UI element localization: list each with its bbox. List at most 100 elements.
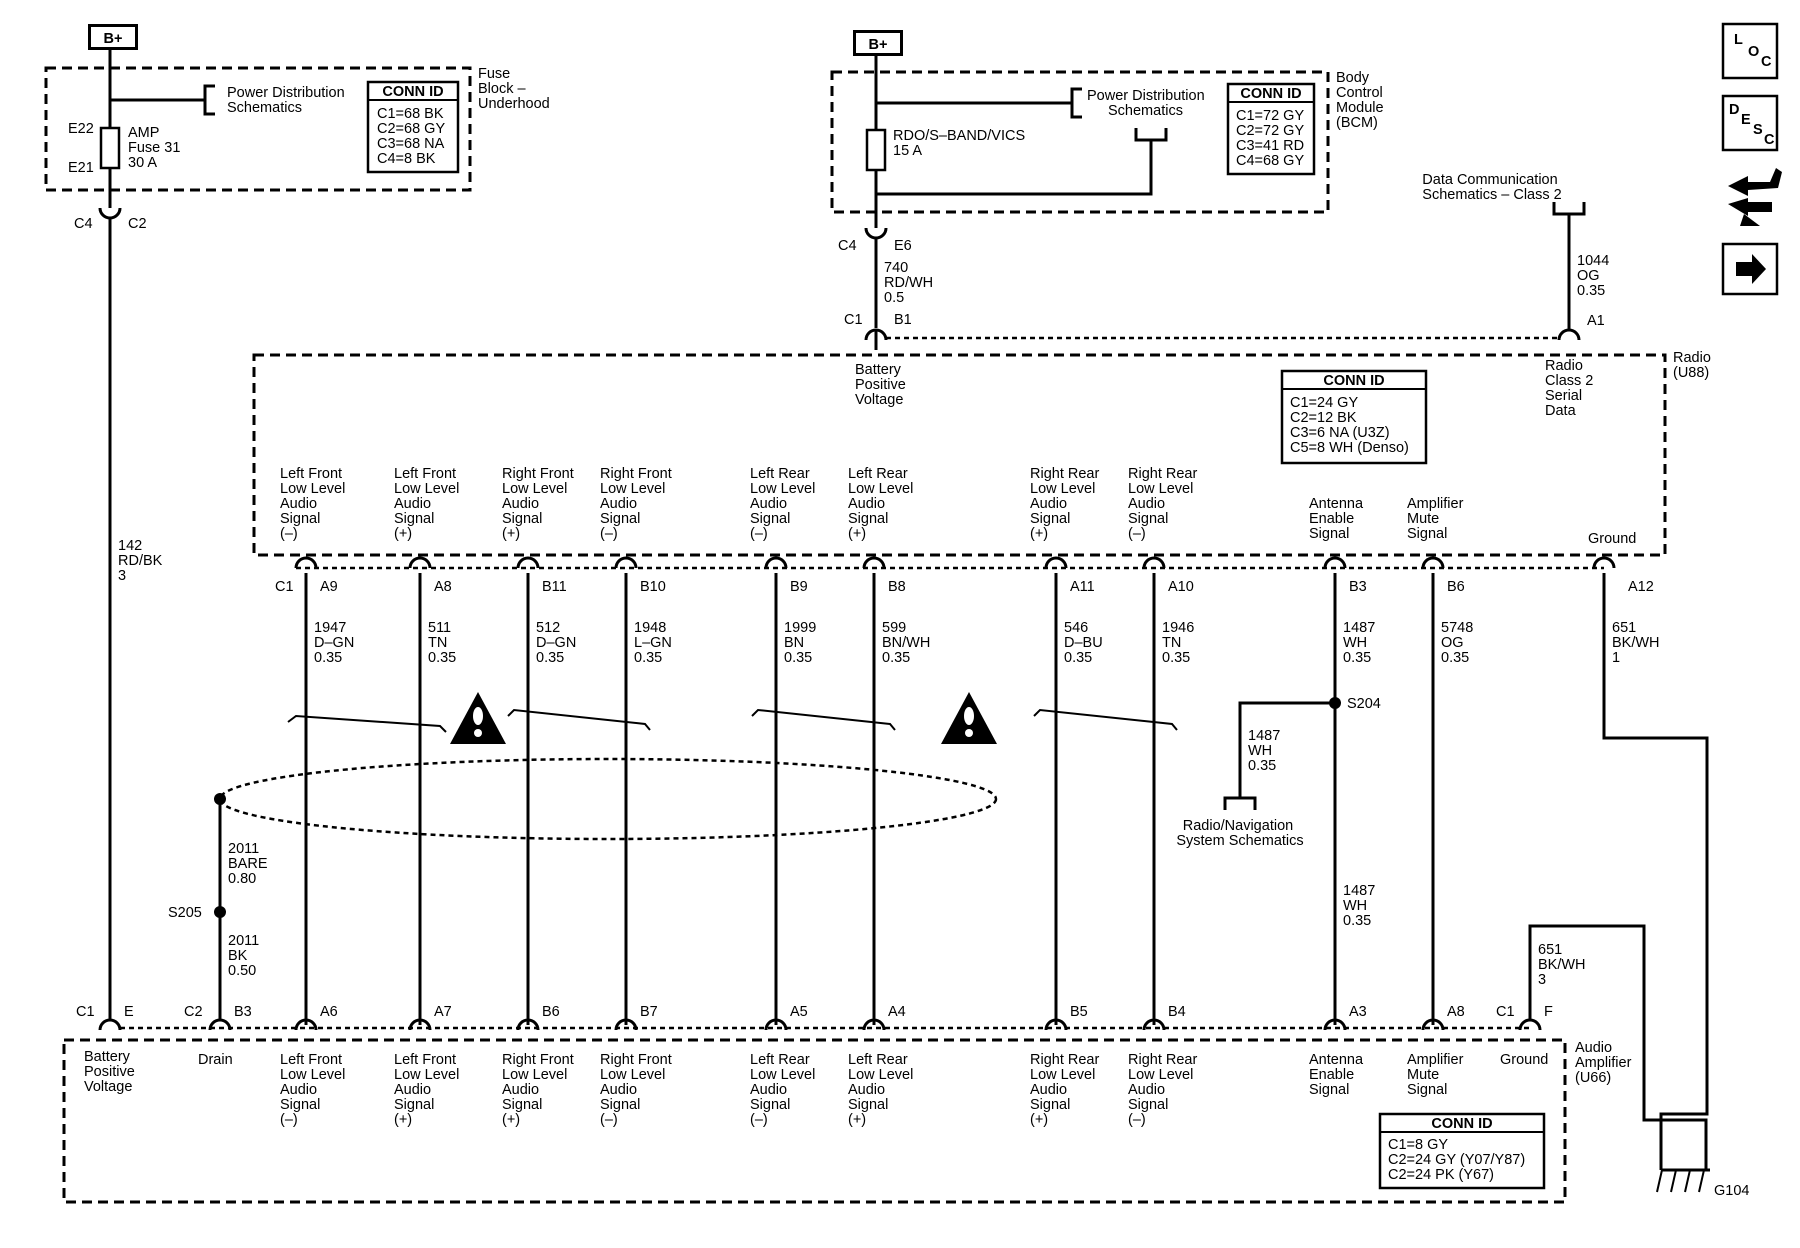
fuse-31-symbol: [99, 126, 121, 170]
svg-text:S: S: [1753, 122, 1763, 138]
next-arrow-icon[interactable]: [1721, 242, 1779, 296]
wire-651-radio-ground: [1602, 573, 1709, 1170]
amp-pin-label: B5: [1070, 1004, 1088, 1020]
fuse-conn-id-title: CONN ID: [382, 84, 443, 100]
amp-drain-label: Drain: [198, 1052, 233, 1068]
pds-left-label[interactable]: Power Distribution Schematics: [227, 85, 349, 116]
amp-ground-c1-label: C1: [1496, 1004, 1515, 1020]
amp-pin-connector: [1323, 1018, 1347, 1031]
twist-mark-rf: [507, 708, 651, 731]
fuse-e21-label: E21: [68, 160, 94, 176]
warning-icon: [941, 692, 997, 744]
s205-label: S205: [168, 905, 202, 921]
amp-pin-label: A3: [1349, 1004, 1367, 1020]
amplifier-outline: [62, 1038, 1567, 1204]
amp-pin-label: A6: [320, 1004, 338, 1020]
radio-conn-id-title: CONN ID: [1323, 373, 1384, 389]
s205-splice: [214, 906, 226, 918]
radio-pin-label: A8: [434, 579, 452, 595]
radio-pin-connector: [1142, 556, 1166, 569]
amp-conn-id-lines: C1=8 GY C2=24 GY (Y07/Y87) C2=24 PK (Y67…: [1388, 1137, 1529, 1183]
amp-pin-connector: [764, 1018, 788, 1031]
radio-conn-id-box: [1280, 369, 1428, 465]
amp-pin-connector: [1044, 1018, 1068, 1031]
bcm-c4-connector: [864, 227, 888, 240]
amp-pin-label: A5: [790, 1004, 808, 1020]
wire-1487-nav: [1238, 701, 1335, 798]
amp-pin-connector: [862, 1018, 886, 1031]
shield-ellipse: [218, 757, 998, 841]
radio-pin-label: B6: [1447, 579, 1465, 595]
desc-icon[interactable]: D E S C: [1721, 94, 1779, 152]
radio-c1-top-label: C1: [844, 312, 863, 328]
amp-pin-label: B6: [542, 1004, 560, 1020]
amp-pin-connector: [1421, 1018, 1445, 1031]
radio-serial-label: Radio Class 2 Serial Data: [1545, 358, 1597, 419]
amp-drain-c2-label: C2: [184, 1004, 203, 1020]
bcm-e6-label: E6: [894, 238, 912, 254]
fuse-c4-label: C4: [74, 216, 93, 232]
radio-conn-id-lines: C1=24 GY C2=12 BK C3=6 NA (U3Z) C5=8 WH …: [1290, 395, 1409, 456]
amp-pin-label: B4: [1168, 1004, 1186, 1020]
amp-pin-label: A7: [434, 1004, 452, 1020]
radio-ground-label: Ground: [1588, 531, 1636, 547]
amp-conn-id-title: CONN ID: [1431, 1116, 1492, 1132]
radio-outline: [252, 353, 1667, 557]
bplus-mid-label: B+: [869, 37, 888, 53]
amp-pin-label: A8: [1447, 1004, 1465, 1020]
amp-e-connector: [98, 1018, 122, 1031]
amp-pin-label: B7: [640, 1004, 658, 1020]
radio-a12-label: A12: [1628, 579, 1654, 595]
twist-mark-rr: [1033, 708, 1178, 731]
svg-text:C: C: [1764, 132, 1775, 148]
radio-pin-connector: [1323, 556, 1347, 569]
amp-ground-label: Ground: [1500, 1052, 1548, 1068]
bcm-c4-label: C4: [838, 238, 857, 254]
amp-conn-id-box: [1378, 1112, 1546, 1190]
radio-a1-connector: [1557, 328, 1581, 341]
amplifier-title: Audio Amplifier (U66): [1575, 1040, 1635, 1086]
wire-2011-lower-label: 2011 BK 0.50: [228, 933, 263, 979]
twist-mark-lf: [287, 714, 447, 733]
loc-icon[interactable]: L O C: [1721, 22, 1779, 80]
twist-mark-lr: [751, 708, 896, 731]
amp-c1-label: C1: [76, 1004, 95, 1020]
amp-pin-connector: [1142, 1018, 1166, 1031]
fuse-rdo-label: RDO/S–BAND/VICS 15 A: [893, 128, 1029, 159]
radio-pin-connector: [294, 556, 318, 569]
nav-schematics-label[interactable]: Radio/Navigation System Schematics: [1176, 818, 1303, 849]
radio-pin-label: A10: [1168, 579, 1194, 595]
fuse-block-outline: [44, 66, 472, 192]
amp-pin-connector: [516, 1018, 540, 1031]
wire-1487-nav-label: 1487 WH 0.35: [1248, 728, 1284, 774]
connector-end-view-icon[interactable]: [1728, 168, 1782, 226]
radio-c1-row-label: C1: [275, 579, 294, 595]
data-comm-label[interactable]: Data Communication Schematics – Class 2: [1422, 172, 1561, 203]
radio-pin-label: A11: [1070, 579, 1095, 595]
pds-mid-label[interactable]: Power Distribution Schematics: [1087, 88, 1209, 119]
radio-pin-connector: [764, 556, 788, 569]
amp-f-connector: [1518, 1018, 1542, 1031]
